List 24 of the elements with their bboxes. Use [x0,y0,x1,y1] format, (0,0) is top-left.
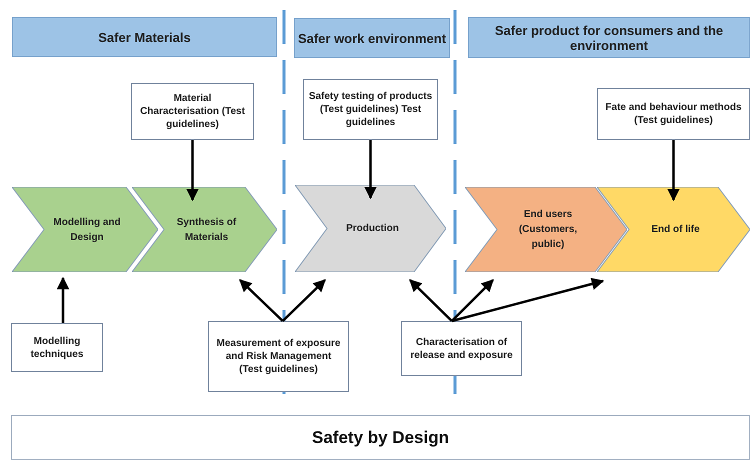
banner-box: Safety by Design [11,415,750,460]
arrow [282,279,326,322]
step-label: End users (Customers, public) [518,208,578,252]
arrow [452,278,604,322]
section-header: Safer Materials [12,17,277,57]
text-box: Fate and behaviour methods (Test guidelines) [597,88,750,140]
text-box: Modelling techniques [11,323,103,372]
text-box: Safety testing of products (Test guidelines) Test guidelines [303,79,438,140]
arrow [450,279,494,322]
text-box: Characterisation of release and exposure [401,321,522,376]
step-label: Modelling and Design [52,216,122,244]
arrow [667,140,680,202]
arrow [409,279,453,322]
arrow [56,276,70,323]
section-header: Safer product for consumers and the environment [468,17,750,58]
text-box: Measurement of exposure and Risk Management (Test guidelines) [208,321,349,392]
arrow [239,279,284,322]
section-header: Safer work environment [294,18,450,58]
arrow [186,140,199,202]
step-label: End of life [651,223,700,237]
arrow [364,140,377,200]
step-label: Production [346,222,399,236]
step-label: Synthesis of Materials [176,216,238,244]
text-box: Material Characterisation (Test guidelines) [131,83,254,140]
